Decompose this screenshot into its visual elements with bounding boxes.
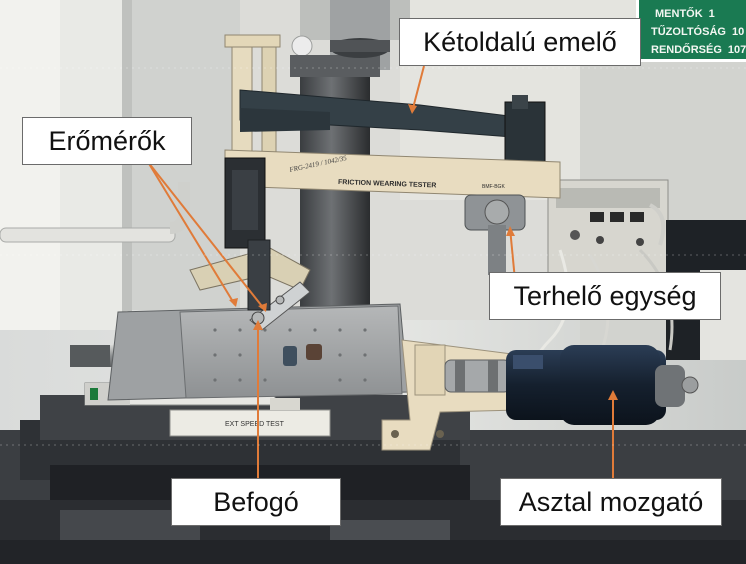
label-force-gauges: Erőmérők (22, 117, 192, 165)
label-dual-lever: Kétoldalú emelő (399, 18, 641, 66)
label-clamp: Befogó (171, 478, 341, 526)
rail-sticker-text: EXT SPEED TEST (225, 421, 285, 428)
label-table-drive: Asztal mozgató (500, 478, 722, 526)
label-load-unit: Terhelő egység (489, 272, 721, 320)
brand-plate-text: FRICTION WEARING TESTER (338, 179, 437, 189)
model-plate-text: BMF-BGK (482, 184, 505, 190)
